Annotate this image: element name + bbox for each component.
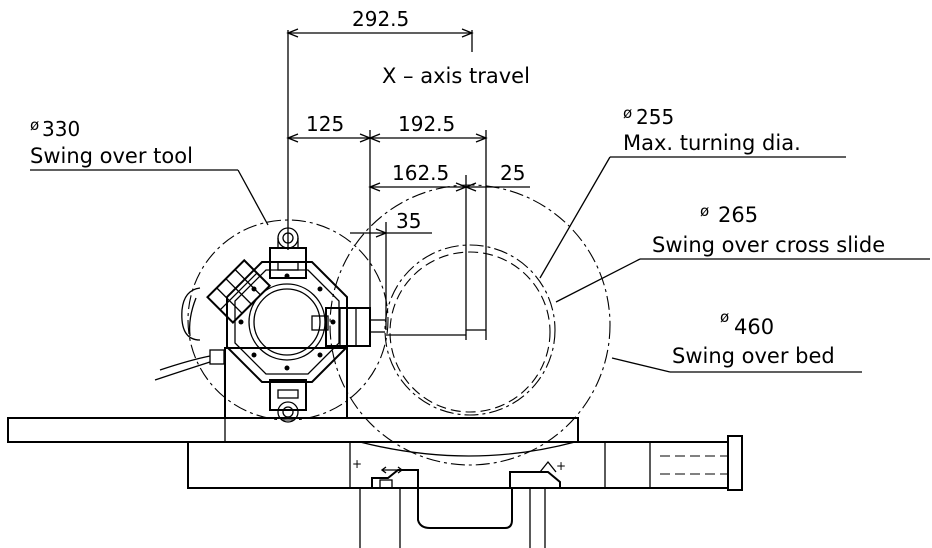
turret-hub-inner (253, 288, 321, 356)
dim-192-5: 192.5 (398, 112, 455, 136)
tool-caption: Swing over tool (30, 144, 193, 168)
x-axis-travel-label: X – axis travel (382, 64, 530, 88)
cross-slide-value: 265 (718, 203, 758, 227)
dim-292-5: 292.5 (352, 7, 409, 31)
cross-slide (7, 417, 579, 443)
max-turning-symbol: ø (623, 104, 632, 122)
left-angled-holder (206, 258, 272, 324)
bottom-tool-holder (269, 379, 307, 411)
bed-symbol: ø (720, 308, 729, 326)
svg-text:+: + (556, 459, 566, 473)
tool-dia-symbol: ø (30, 116, 39, 134)
turret-octagon-inner (234, 269, 340, 375)
left-guideway (371, 469, 419, 488)
swing-over-cross-slide-circle (384, 244, 556, 416)
dimension-lines (286, 28, 530, 238)
coolant-hose (181, 287, 201, 341)
bed-value: 460 (734, 315, 774, 339)
dim-25: 25 (500, 161, 525, 185)
bottom-holder-eye (277, 401, 299, 423)
turret-bolts (238, 273, 336, 371)
right-guideway (509, 471, 561, 488)
dim-125: 125 (306, 112, 344, 136)
apron (417, 488, 513, 529)
machine-bed: + + (7, 417, 743, 548)
turret-assembly (154, 227, 385, 423)
bed-caption: Swing over bed (672, 344, 835, 368)
svg-text:+: + (352, 457, 362, 471)
turret-octagon (226, 261, 348, 383)
max-turning-value: 255 (636, 105, 674, 129)
callouts: ø 330 Swing over tool ø 255 Max. turning… (30, 104, 930, 373)
extension-lines (287, 30, 487, 340)
cross-slide-symbol: ø (700, 202, 709, 220)
swing-over-bed-circle (329, 184, 611, 466)
right-tool-holder (325, 307, 371, 347)
dim-162-5: 162.5 (392, 161, 449, 185)
max-turning-caption: Max. turning dia. (623, 131, 801, 155)
dimension-values: 292.5 125 192.5 162.5 25 35 X – axis tra… (306, 7, 530, 233)
cross-slide-caption: Swing over cross slide (652, 233, 885, 257)
tool-dia-value: 330 (42, 117, 80, 141)
dim-35: 35 (396, 209, 421, 233)
max-turning-dia-circle (389, 251, 551, 413)
